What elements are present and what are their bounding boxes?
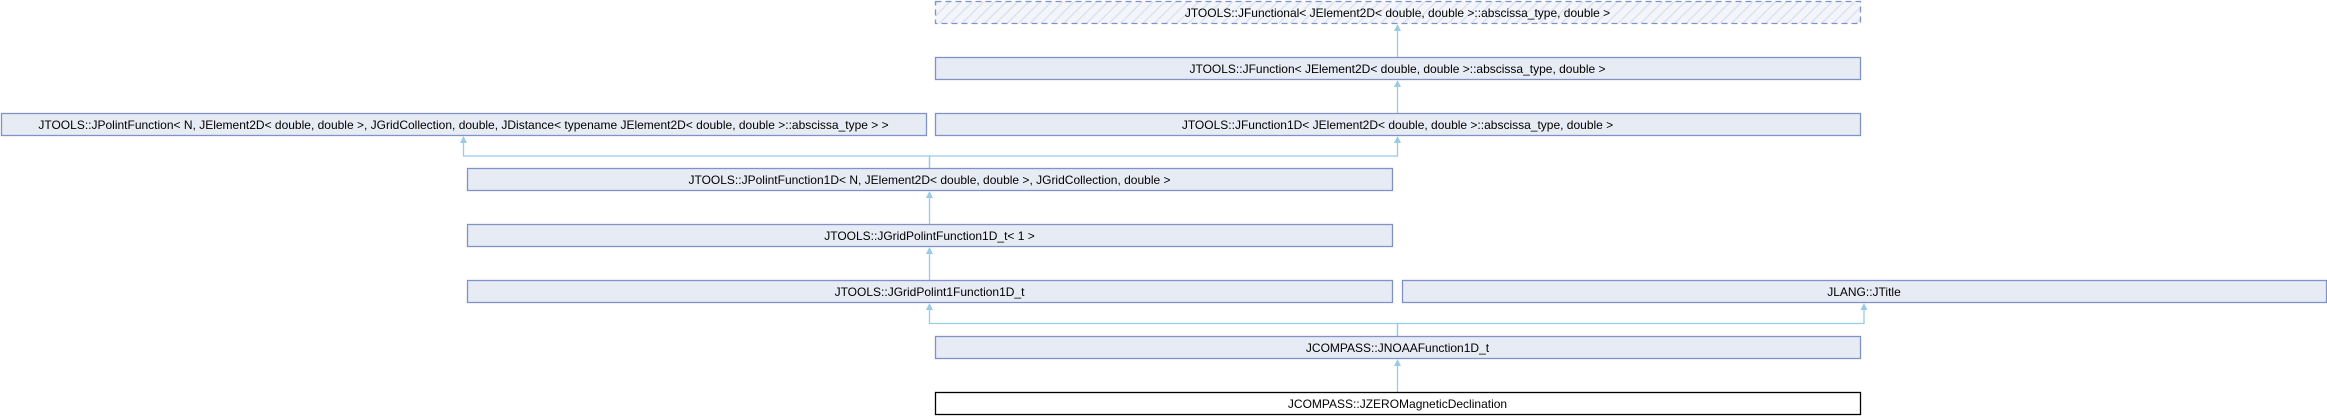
arrowhead-icon xyxy=(1860,303,1868,310)
class-label[interactable]: JTOOLS::JFunction< JElement2D< double, d… xyxy=(1189,62,1605,76)
arrowhead-icon xyxy=(1394,24,1401,31)
class-label[interactable]: JTOOLS::JGridPolintFunction1D_t< 1 > xyxy=(824,229,1035,243)
arrowhead-icon xyxy=(1394,359,1401,366)
class-label[interactable]: JTOOLS::JGridPolint1Function1D_t xyxy=(835,285,1026,299)
class-label[interactable]: JTOOLS::JFunction1D< JElement2D< double,… xyxy=(1182,118,1613,132)
arrowhead-icon xyxy=(1394,136,1401,143)
class-box xyxy=(466,223,1394,248)
class-node-jnoaafunction1d_t[interactable]: JCOMPASS::JNOAAFunction1D_t xyxy=(934,335,1862,360)
class-box xyxy=(466,279,1394,304)
arrowhead-icon xyxy=(1394,80,1401,87)
class-label[interactable]: JTOOLS::JFunctional< JElement2D< double,… xyxy=(1185,6,1610,20)
arrowhead-icon xyxy=(926,303,933,310)
class-box xyxy=(934,112,1862,137)
class-node-jgridpolintfunction1d_t1[interactable]: JTOOLS::JGridPolintFunction1D_t< 1 > xyxy=(466,223,1394,248)
class-node-jpolintfunction1d[interactable]: JTOOLS::JPolintFunction1D< N, JElement2D… xyxy=(466,167,1394,192)
inheritance-edge-jpolintfunction1d-to-jpolintfunction xyxy=(462,142,931,168)
inheritance-edge-jnoaafunction1d_t-to-jtitle xyxy=(1396,309,1865,336)
class-box xyxy=(466,167,1394,192)
inheritance-edge-jpolintfunction1d-to-jfunction1d xyxy=(928,142,1399,168)
class-label[interactable]: JTOOLS::JPolintFunction< N, JElement2D< … xyxy=(38,118,888,132)
class-label[interactable]: JLANG::JTitle xyxy=(1827,285,1901,299)
class-box xyxy=(934,391,1862,416)
class-node-jfunctional[interactable]: JTOOLS::JFunctional< JElement2D< double,… xyxy=(934,0,1862,25)
arrowhead-icon xyxy=(460,136,467,143)
class-node-jfunction1d[interactable]: JTOOLS::JFunction1D< JElement2D< double,… xyxy=(934,112,1862,137)
class-label[interactable]: JTOOLS::JPolintFunction1D< N, JElement2D… xyxy=(688,173,1170,187)
inheritance-edge-jnoaafunction1d_t-to-jgridpolint1function1d_t xyxy=(928,309,1399,336)
class-node-jpolintfunction[interactable]: JTOOLS::JPolintFunction< N, JElement2D< … xyxy=(0,112,928,137)
class-node-jgridpolint1function1d_t[interactable]: JTOOLS::JGridPolint1Function1D_t xyxy=(466,279,1394,304)
arrowhead-icon xyxy=(926,247,933,254)
class-node-jtitle[interactable]: JLANG::JTitle xyxy=(1401,279,2327,304)
class-box xyxy=(934,56,1862,81)
class-node-jzeromagneticdeclination[interactable]: JCOMPASS::JZEROMagneticDeclination xyxy=(934,391,1862,416)
arrowhead-icon xyxy=(926,191,933,198)
class-box xyxy=(934,335,1862,360)
edges xyxy=(460,24,1868,392)
class-label[interactable]: JCOMPASS::JNOAAFunction1D_t xyxy=(1306,341,1490,355)
class-node-jfunction[interactable]: JTOOLS::JFunction< JElement2D< double, d… xyxy=(934,56,1862,81)
class-label[interactable]: JCOMPASS::JZEROMagneticDeclination xyxy=(1288,397,1507,411)
class-box xyxy=(934,0,1862,25)
class-box xyxy=(0,112,928,137)
